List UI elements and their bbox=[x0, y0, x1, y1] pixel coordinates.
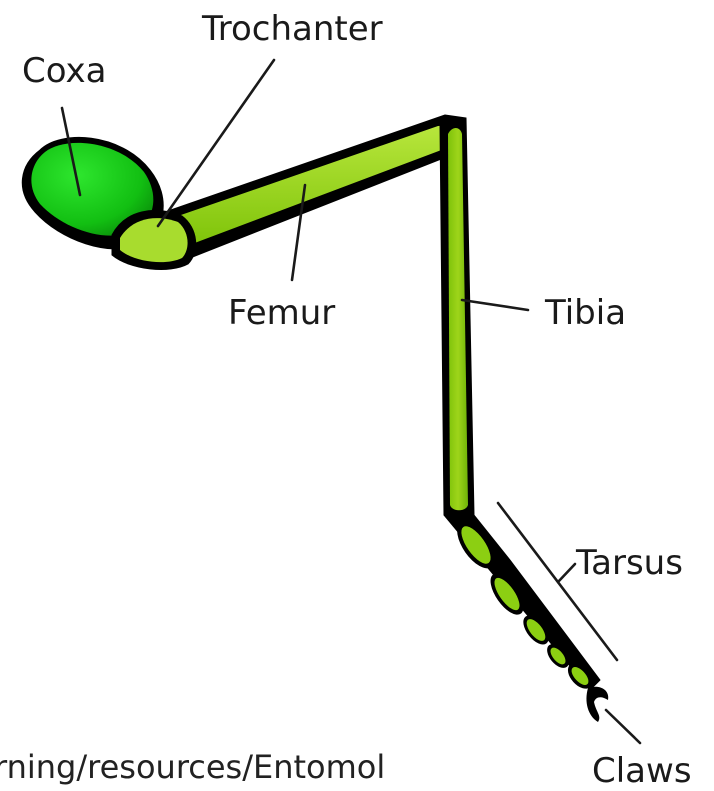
trochanter-segment bbox=[112, 210, 196, 269]
tarsus-leader bbox=[558, 564, 575, 582]
claws-label: Claws bbox=[592, 751, 692, 791]
tibia-label: Tibia bbox=[544, 293, 626, 333]
tibia-leader bbox=[462, 300, 528, 310]
coxa-label: Coxa bbox=[22, 51, 106, 91]
femur-segment bbox=[165, 115, 466, 258]
trochanter-label: Trochanter bbox=[201, 9, 383, 49]
claws-segment bbox=[586, 687, 608, 722]
tarsus-label: Tarsus bbox=[575, 543, 683, 583]
source-url-fragment: rning/resources/Entomol bbox=[0, 748, 554, 791]
claws-leader bbox=[606, 710, 640, 743]
tarsus-segments bbox=[444, 515, 600, 693]
tibia-segment bbox=[440, 118, 474, 522]
femur-label: Femur bbox=[228, 293, 335, 333]
